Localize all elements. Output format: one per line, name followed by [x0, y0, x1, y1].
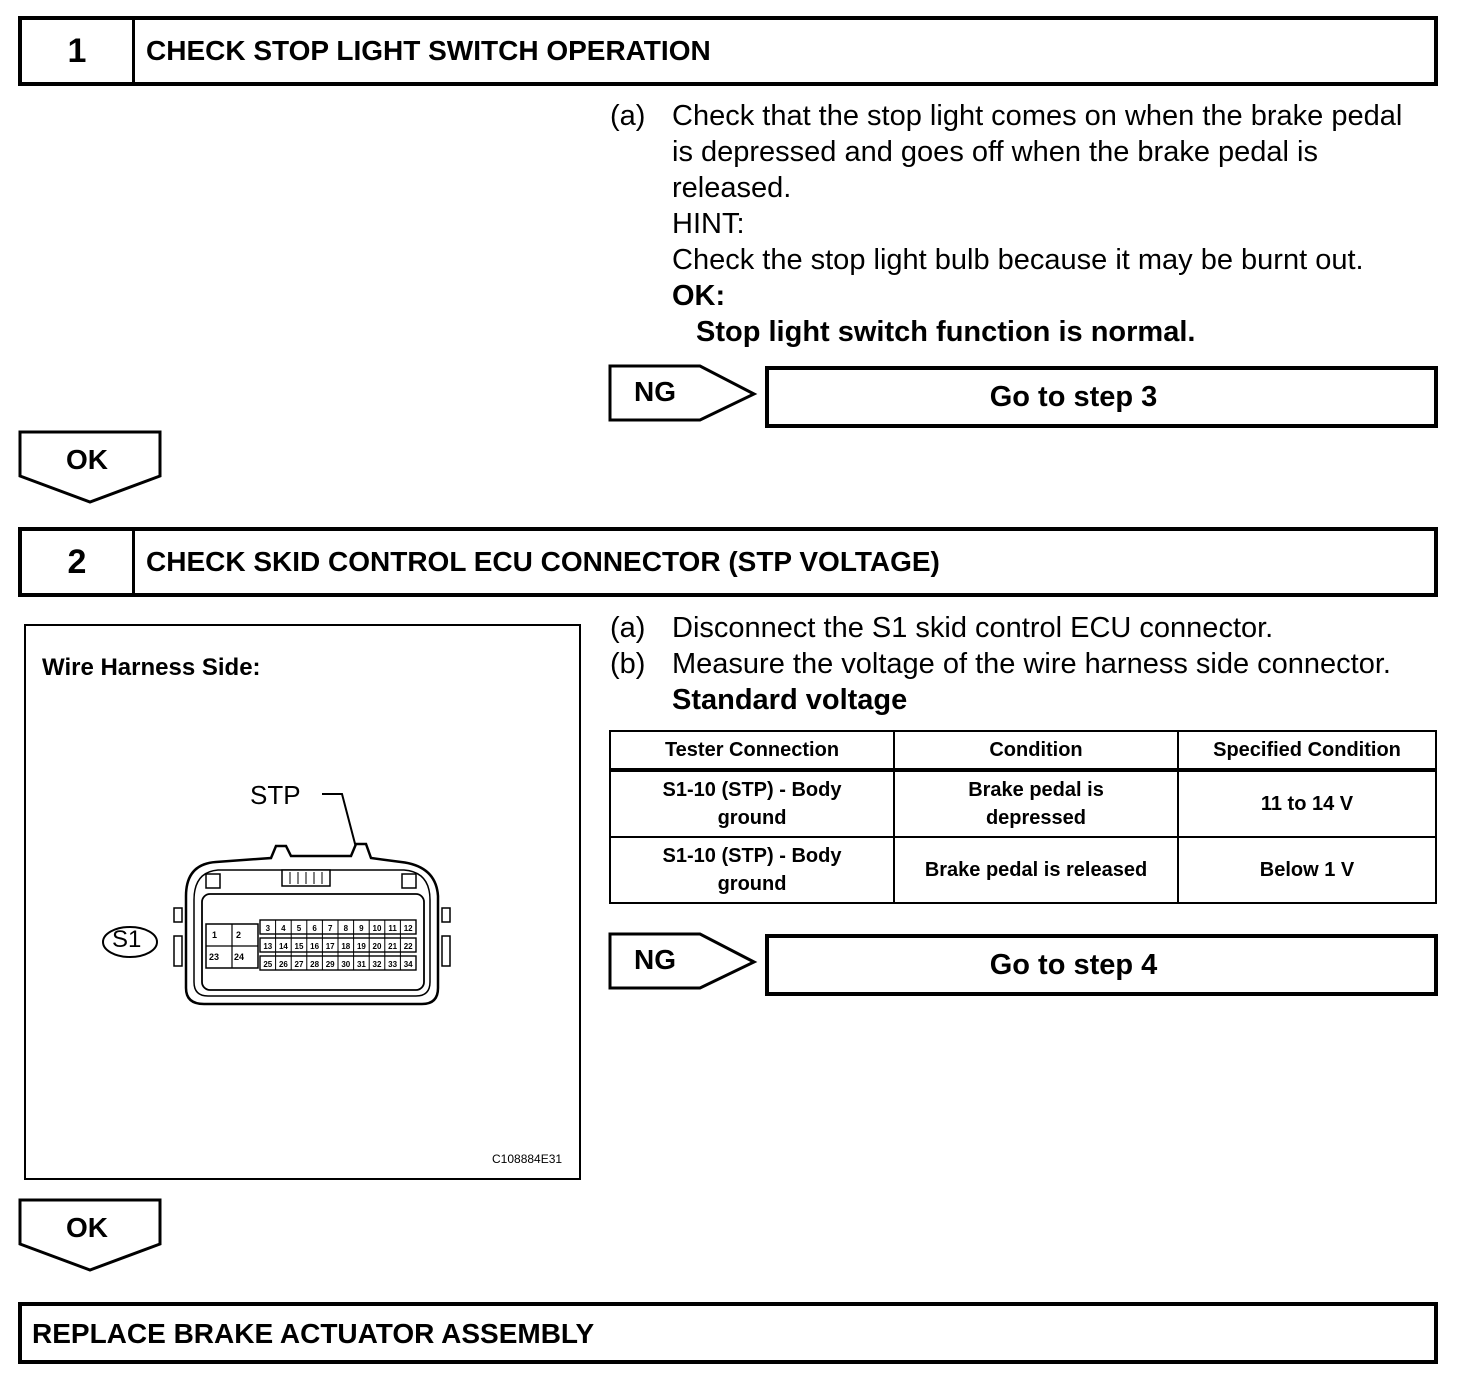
pin-26: 26: [278, 960, 288, 969]
pin-9: 9: [359, 924, 364, 933]
pin-13: 13: [263, 942, 273, 951]
pin-15: 15: [294, 942, 304, 951]
table-row: S1-10 (STP) - Body ground Brake pedal is…: [609, 769, 1437, 838]
cell-line: ground: [717, 807, 787, 829]
table-cell-condition: Brake pedal is released: [893, 836, 1179, 904]
table-cell-specified: Below 1 V: [1177, 836, 1437, 904]
step-2-number: 2: [22, 531, 135, 593]
step-2-header: 2 CHECK SKID CONTROL ECU CONNECTOR (STP …: [18, 527, 1438, 597]
step-2-a-text: Disconnect the S1 skid control ECU conne…: [672, 612, 1274, 644]
step-2-go-to-label: Go to step 4: [989, 948, 1158, 981]
step-1-ok-arrow[interactable]: [18, 430, 164, 506]
pin-21: 21: [388, 942, 398, 951]
pin-18: 18: [341, 942, 351, 951]
connector-figure: Wire Harness Side: STP C108884E31: [24, 624, 581, 1180]
figure-title: Wire Harness Side:: [42, 654, 261, 681]
step-1-a-line-3: released.: [672, 172, 792, 204]
step-1-go-to-label: Go to step 3: [989, 380, 1158, 413]
step-1-a-line-2: is depressed and goes off when the brake…: [672, 136, 1318, 168]
step-2-b-marker: (b): [610, 648, 646, 680]
pin-33: 33: [388, 960, 398, 969]
cell-line: Brake pedal is: [968, 779, 1104, 801]
pin-19: 19: [356, 942, 366, 951]
step-1-ng-arrow[interactable]: [608, 364, 760, 424]
step-1-title: CHECK STOP LIGHT SWITCH OPERATION: [146, 35, 711, 66]
pin-6: 6: [312, 924, 317, 933]
final-action-title: REPLACE BRAKE ACTUATOR ASSEMBLY: [32, 1318, 595, 1349]
pin-row-top: 3 4 5 6 7 8 9 10 11 12: [260, 922, 416, 936]
step-1-ok-text: Stop light switch function is normal.: [696, 316, 1196, 348]
pin-22: 22: [403, 942, 413, 951]
step-1-instruction: (a) Check that the stop light comes on w…: [610, 98, 1460, 358]
table-header-row: Tester Connection Condition Specified Co…: [609, 730, 1437, 771]
step-1-ng-label: NG: [634, 376, 676, 407]
step-1-a-line-1: Check that the stop light comes on when …: [672, 100, 1403, 132]
pin-2: 2: [236, 930, 242, 940]
pin-row-middle: 13 14 15 16 17 18 19 20 21 22: [260, 940, 416, 954]
table-cell-connection: S1-10 (STP) - Body ground: [609, 769, 895, 838]
pin-4: 4: [281, 924, 286, 933]
table-cell-connection: S1-10 (STP) - Body ground: [609, 836, 895, 904]
pin-row-bottom: 25 26 27 28 29 30 31 32 33 34: [260, 958, 416, 972]
step-1-a-marker: (a): [610, 100, 646, 132]
pin-16: 16: [310, 942, 320, 951]
cell-line: ground: [717, 873, 787, 895]
step-2-a-marker: (a): [610, 612, 646, 644]
table-row: S1-10 (STP) - Body ground Brake pedal is…: [609, 836, 1437, 904]
pin-14: 14: [278, 942, 288, 951]
table-header: Specified Condition: [1177, 730, 1437, 771]
step-1-ok-label: OK:: [672, 280, 726, 312]
step-1-ok-arrow-label: OK: [66, 444, 108, 475]
connector-drawing: [102, 793, 451, 1006]
pin-5: 5: [296, 924, 302, 933]
pin-31: 31: [356, 960, 366, 969]
pin-23: 23: [209, 952, 220, 962]
pin-11: 11: [388, 924, 397, 933]
pin-20: 20: [372, 942, 382, 951]
pin-32: 32: [372, 960, 382, 969]
step-2-b-text: Measure the voltage of the wire harness …: [672, 648, 1391, 680]
table-cell-specified: 11 to 14 V: [1177, 769, 1437, 838]
cell-line: depressed: [985, 807, 1087, 829]
step-1-number: 1: [22, 20, 135, 82]
table-header: Condition: [893, 730, 1179, 771]
pin-24: 24: [234, 952, 245, 962]
pin-3: 3: [265, 924, 271, 933]
step-2-instruction: (a) Disconnect the S1 skid control ECU c…: [610, 610, 1460, 720]
pin-29: 29: [325, 960, 335, 969]
pin-8: 8: [343, 924, 349, 933]
final-action-box[interactable]: REPLACE BRAKE ACTUATOR ASSEMBLY: [18, 1302, 1438, 1364]
pin-27: 27: [294, 960, 304, 969]
step-2-ok-arrow[interactable]: [18, 1198, 164, 1274]
pin-7: 7: [327, 924, 333, 933]
pin-34: 34: [403, 960, 413, 969]
figure-code: C108884E31: [492, 1152, 563, 1166]
standard-voltage-label: Standard voltage: [672, 684, 908, 716]
step-1-hint-label: HINT:: [672, 208, 745, 240]
pin-1: 1: [212, 930, 218, 940]
standard-voltage-table: Tester Connection Condition Specified Co…: [609, 730, 1437, 904]
step-2-go-to-step-4-button[interactable]: Go to step 4: [765, 934, 1438, 996]
table-header: Tester Connection: [609, 730, 895, 771]
step-2-ng-arrow[interactable]: [608, 932, 760, 992]
pin-30: 30: [341, 960, 351, 969]
step-1-hint-text: Check the stop light bulb because it may…: [672, 244, 1364, 276]
step-2-ok-arrow-label: OK: [66, 1212, 108, 1243]
pin-12: 12: [403, 924, 413, 933]
cell-line: S1-10 (STP) - Body: [662, 779, 842, 801]
cell-line: S1-10 (STP) - Body: [662, 845, 842, 867]
pin-25: 25: [263, 960, 273, 969]
pin-28: 28: [310, 960, 320, 969]
pin-10: 10: [372, 924, 382, 933]
table-cell-condition: Brake pedal is depressed: [893, 769, 1179, 838]
step-2-title: CHECK SKID CONTROL ECU CONNECTOR (STP VO…: [146, 546, 940, 577]
connector-s1-label: S1: [112, 926, 142, 953]
step-1-go-to-step-3-button[interactable]: Go to step 3: [765, 366, 1438, 428]
step-2-ng-label: NG: [634, 944, 676, 975]
step-1-header: 1 CHECK STOP LIGHT SWITCH OPERATION: [18, 16, 1438, 86]
pin-17: 17: [325, 942, 335, 951]
stp-label: STP: [250, 780, 301, 810]
